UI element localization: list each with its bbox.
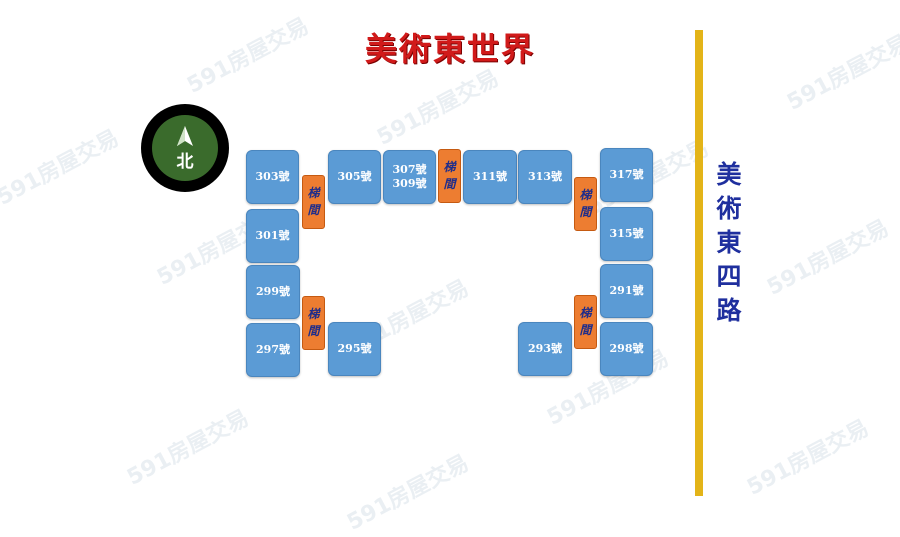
road-char: 四	[716, 262, 742, 291]
watermark: 591房屋交易	[373, 65, 504, 151]
stairwell-ne: 梯間	[574, 177, 597, 231]
road-char: 路	[716, 296, 742, 325]
unit-313: 313號	[518, 150, 572, 204]
road-char: 術	[716, 194, 742, 223]
page-title: 美術東世界	[364, 30, 535, 68]
watermark: 591房屋交易	[183, 13, 314, 99]
stairwell-nw: 梯間	[302, 175, 325, 229]
stairwell-sw: 梯間	[302, 296, 325, 350]
watermark: 591房屋交易	[783, 30, 900, 116]
unit-298: 298號	[600, 322, 653, 376]
unit-303: 303號	[246, 150, 299, 204]
unit-311: 311號	[463, 150, 517, 204]
unit-305: 305號	[328, 150, 381, 204]
watermark: 591房屋交易	[743, 415, 874, 501]
unit-297: 297號	[246, 323, 300, 377]
watermark: 591房屋交易	[123, 405, 254, 491]
north-label: 北	[176, 152, 194, 172]
north-arrow-icon	[177, 126, 193, 146]
unit-291: 291號	[600, 264, 653, 318]
road-label: 美 術 東 四 路	[713, 158, 745, 328]
watermark: 591房屋交易	[343, 450, 474, 536]
unit-317: 317號	[600, 148, 653, 202]
north-compass: 北	[141, 104, 229, 192]
stairwell-se: 梯間	[574, 295, 597, 349]
unit-293: 293號	[518, 322, 572, 376]
watermark: 591房屋交易	[763, 215, 894, 301]
unit-315: 315號	[600, 207, 653, 261]
road-char: 東	[716, 228, 742, 257]
road-line	[695, 30, 703, 496]
unit-295: 295號	[328, 322, 381, 376]
stairwell-n: 梯間	[438, 149, 461, 203]
road-char: 美	[716, 160, 742, 189]
unit-299: 299號	[246, 265, 300, 319]
watermark: 591房屋交易	[0, 125, 124, 211]
unit-301: 301號	[246, 209, 299, 263]
